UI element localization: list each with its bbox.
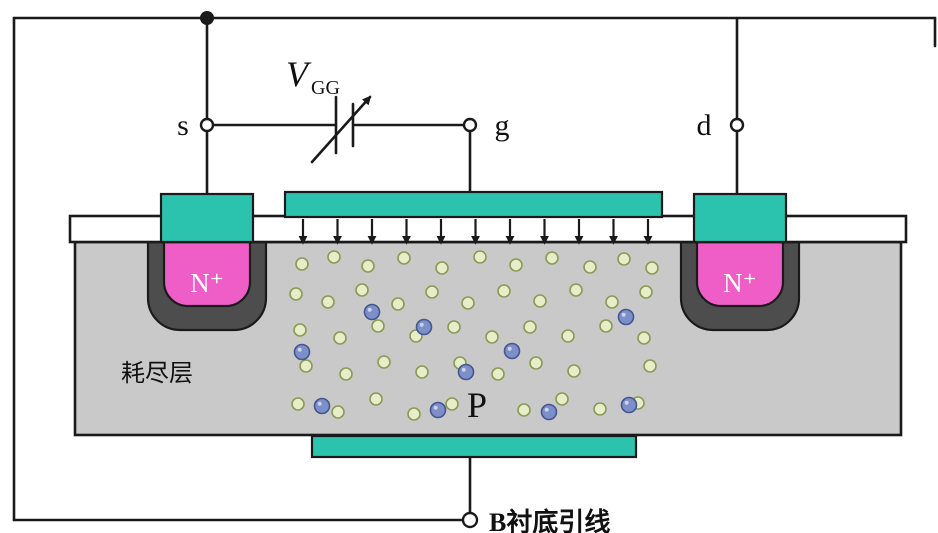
acceptor-ion [545,251,559,265]
acceptor-ion [555,392,569,406]
carrier-highlight [461,367,466,372]
acceptor-ion [377,355,391,369]
acceptor-ion [447,320,461,334]
acceptor-ion [461,296,475,310]
acceptor-ion [561,329,575,343]
source-label: s [177,109,189,142]
acceptor-ion [415,365,429,379]
acceptor-ion [435,261,449,275]
acceptor-ion [289,287,303,301]
acceptor-ion [567,364,581,378]
carrier-particle [363,303,381,321]
vgg-variable-arrow-icon [310,95,372,164]
substrate-lead-label: B衬底引线 [489,507,610,533]
vgg-symbol-label: V [286,54,312,94]
carrier-highlight [297,347,302,352]
acceptor-ion [523,320,537,334]
acceptor-ion [339,367,353,381]
source-electrode [159,192,255,244]
carriers-layer [293,303,638,421]
acceptor-ion [599,319,613,333]
gate-terminal [462,117,478,133]
carrier-particle [540,403,558,421]
acceptor-ion [355,283,369,297]
n-plus-right-label: N⁺ [723,268,757,298]
junction-dot [200,11,214,25]
acceptor-ion [331,405,345,419]
acceptor-ion [407,407,421,421]
bottom-electrode [310,434,638,459]
acceptor-ion [637,331,651,345]
carrier-particle [293,343,311,361]
acceptor-ion [473,250,487,264]
carrier-highlight [507,346,512,351]
acceptor-ion [327,250,341,264]
drain-terminal [729,117,745,133]
acceptor-ion [639,285,653,299]
acceptor-ion [583,260,597,274]
acceptor-ion [371,319,385,333]
carrier-particle [415,318,433,336]
acceptor-ion [397,251,411,265]
substrate-terminal [461,511,479,529]
p-substrate-label: P [467,385,487,425]
depletion-layer-label: 耗尽层 [121,360,193,387]
carrier-particle [503,342,521,360]
n-plus-region-right [695,240,785,308]
carrier-highlight [367,307,372,312]
acceptor-ion [485,330,499,344]
acceptor-ion [321,295,335,309]
carrier-highlight [544,407,549,412]
gate-label: g [495,109,510,142]
acceptor-ion [425,285,439,299]
acceptor-ion [391,297,405,311]
carrier-particle [313,397,331,415]
acceptor-ion [333,331,347,345]
carrier-particle [457,363,475,381]
field-arrows [298,219,653,245]
acceptor-ion [533,294,547,308]
circuit-wires [12,16,937,522]
acceptor-ion [293,323,307,337]
acceptor-ion [295,257,309,271]
acceptor-ion [299,359,313,373]
acceptor-ion [529,356,543,370]
acceptor-ion [645,261,659,275]
acceptor-ion [491,367,505,381]
carrier-particle [620,396,638,414]
acceptor-ion [517,403,531,417]
acceptor-ion [593,402,607,416]
carrier-highlight [624,400,629,405]
acceptor-ion [605,295,619,309]
acceptor-ion [497,284,511,298]
acceptor-ions-layer [289,250,659,421]
carrier-highlight [317,401,322,406]
acceptor-ion [361,259,375,273]
acceptor-ion [643,359,657,373]
n-plus-left-label: N⁺ [190,268,224,298]
vgg-subscript-label: GG [311,77,340,99]
acceptor-ion [617,252,631,266]
drain-electrode [692,192,788,244]
n-plus-region-left [162,240,252,308]
drain-label: d [697,109,712,142]
carrier-highlight [621,312,626,317]
carrier-particle [617,308,635,326]
acceptor-ion [369,392,383,406]
acceptor-ion [509,258,523,272]
source-terminal [199,117,215,133]
acceptor-ion [445,397,459,411]
acceptor-ion [569,283,583,297]
carrier-highlight [419,322,424,327]
acceptor-ion [291,397,305,411]
carrier-particle [429,401,447,419]
gate-electrode [283,190,664,219]
carrier-highlight [433,405,438,410]
